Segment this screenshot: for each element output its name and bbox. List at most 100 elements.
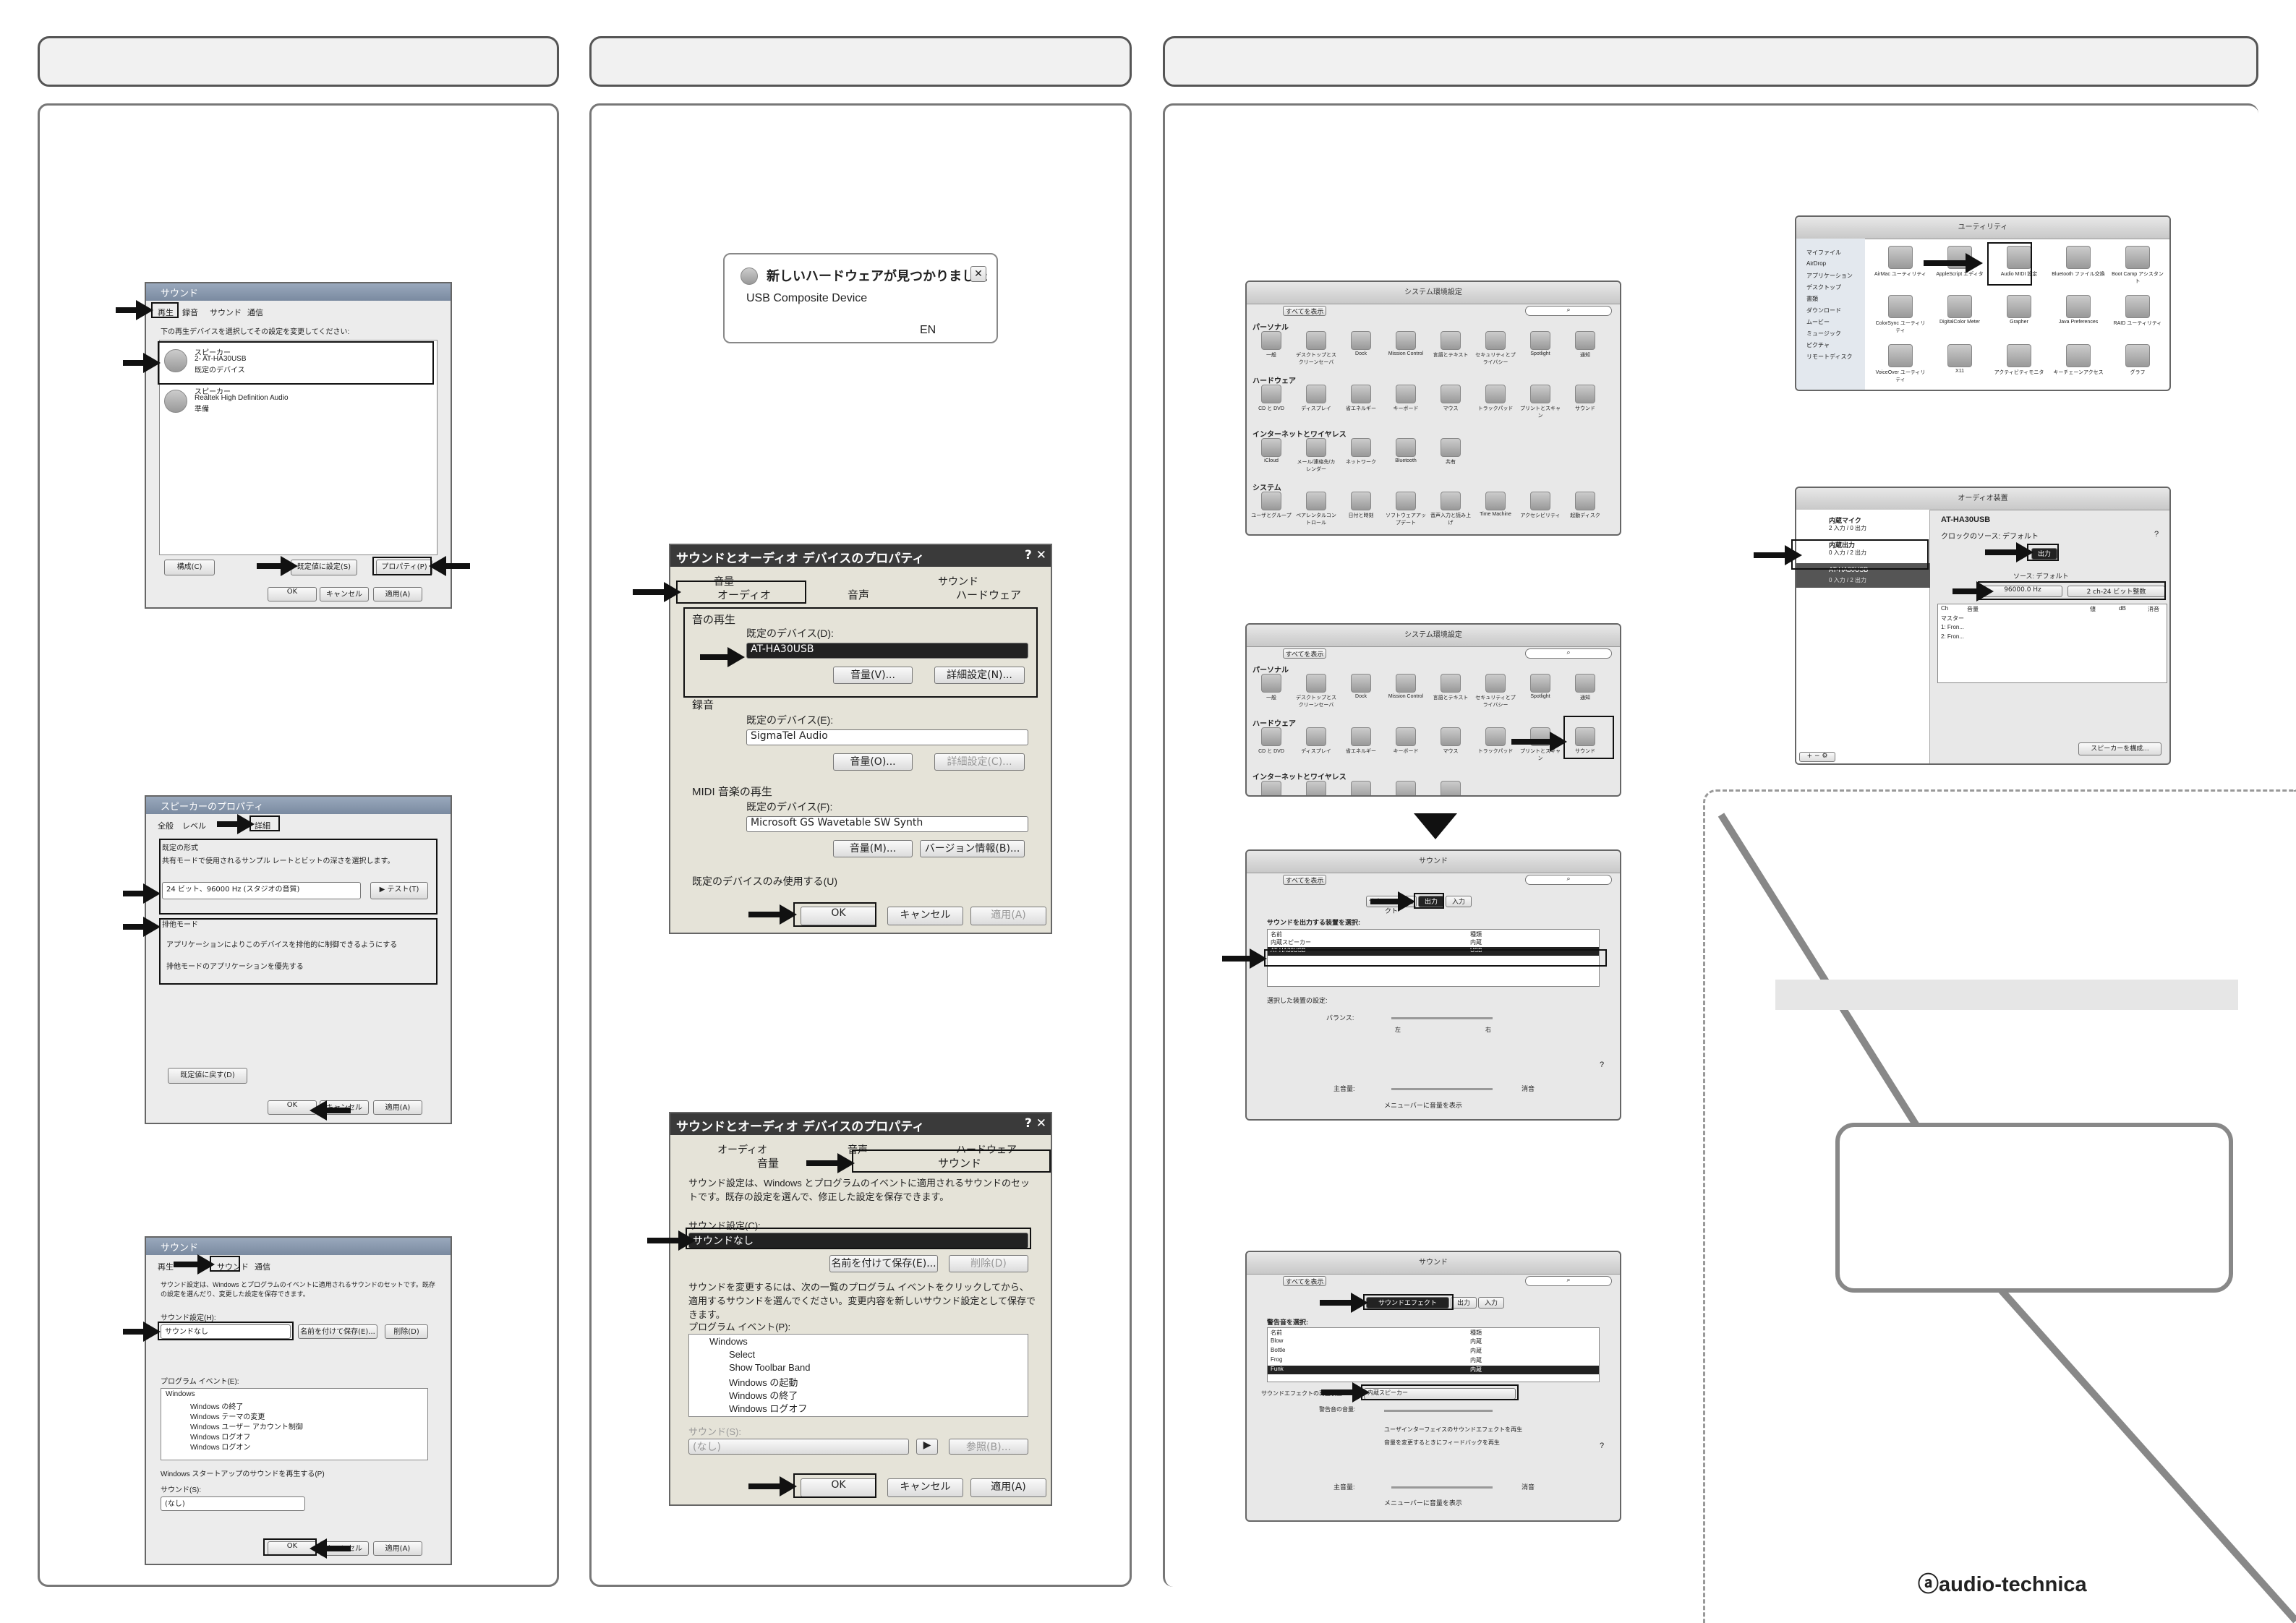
cancel-button[interactable]: キャンセル xyxy=(887,907,963,925)
mute-checkbox[interactable]: 消音 xyxy=(1522,1085,1535,1092)
main-volume-slider[interactable] xyxy=(1391,1486,1493,1489)
tab-input[interactable]: 入力 xyxy=(1478,1297,1504,1309)
tab-output[interactable]: 出力 xyxy=(1451,1297,1477,1309)
sound-select[interactable]: (なし) xyxy=(161,1496,305,1511)
device-item-name[interactable]: 内蔵出力 xyxy=(1829,541,1856,549)
pref-pane-icon[interactable] xyxy=(1575,492,1595,510)
sidebar-item[interactable]: アプリケーション xyxy=(1806,273,1853,279)
pref-pane-icon[interactable] xyxy=(1575,385,1595,403)
app-icon[interactable] xyxy=(2066,295,2091,318)
sound-select[interactable]: (なし) xyxy=(688,1439,909,1455)
show-all-button[interactable]: すべてを表示 xyxy=(1283,1276,1326,1286)
add-device-button[interactable]: + − ⚙ xyxy=(1799,752,1835,762)
pref-pane-icon[interactable] xyxy=(1396,438,1416,457)
exclusive-check-1[interactable]: アプリケーションによりこのデバイスを排他的に制御できるようにする xyxy=(166,941,398,949)
tab-hardware[interactable]: ハードウェア xyxy=(956,589,1022,601)
pref-pane-icon[interactable] xyxy=(1485,492,1506,510)
ok-button[interactable]: OK xyxy=(268,587,317,601)
app-icon[interactable] xyxy=(2066,246,2091,269)
show-all-button[interactable]: すべてを表示 xyxy=(1283,875,1326,885)
ok-button[interactable]: OK xyxy=(801,1478,876,1497)
pref-pane-icon[interactable] xyxy=(1351,492,1371,510)
show-all-button[interactable]: すべてを表示 xyxy=(1283,306,1326,316)
pref-pane-icon[interactable] xyxy=(1575,727,1595,746)
sidebar-item[interactable]: ミュージック xyxy=(1806,330,1841,337)
alert-row[interactable]: Bottle xyxy=(1271,1347,1286,1353)
pref-pane-icon[interactable] xyxy=(1441,674,1461,693)
help-icon[interactable]: ? xyxy=(2154,530,2159,539)
cancel-button[interactable]: キャンセル xyxy=(320,587,369,601)
mute-checkbox[interactable]: 消音 xyxy=(1522,1483,1535,1491)
alert-volume-slider[interactable] xyxy=(1384,1410,1493,1412)
close-icon[interactable]: ✕ xyxy=(970,266,986,282)
tray-lang[interactable]: EN xyxy=(920,324,936,336)
pref-pane-icon[interactable] xyxy=(1306,385,1326,403)
browse-button[interactable]: 参照(B)... xyxy=(949,1439,1028,1455)
menubar-checkbox[interactable]: メニューバーに音量を表示 xyxy=(1384,1499,1462,1507)
tab-recording[interactable]: 録音 xyxy=(182,309,198,317)
ok-button[interactable]: OK xyxy=(801,907,876,925)
tab-communications[interactable]: 通信 xyxy=(247,309,263,317)
cancel-button[interactable]: キャンセル xyxy=(887,1478,963,1497)
event-item[interactable]: Show Toolbar Band xyxy=(729,1362,811,1373)
pref-pane-icon[interactable] xyxy=(1306,781,1326,795)
pref-pane-icon[interactable] xyxy=(1261,331,1281,350)
set-default-button[interactable]: 既定値に設定(S) xyxy=(291,560,357,575)
pref-pane-icon[interactable] xyxy=(1441,727,1461,746)
sidebar-item[interactable]: ピクチャ xyxy=(1806,342,1830,348)
event-item[interactable]: Windows ログオフ xyxy=(729,1403,808,1414)
pref-pane-icon[interactable] xyxy=(1306,674,1326,693)
format-select[interactable]: 24 ビット、96000 Hz (スタジオの音質) xyxy=(162,882,361,899)
sidebar-item[interactable]: ダウンロード xyxy=(1806,307,1841,314)
pref-pane-icon[interactable] xyxy=(1485,674,1506,693)
tab-sounds[interactable]: サウンド xyxy=(938,1157,982,1170)
event-item[interactable]: Windows テーマの変更 xyxy=(190,1413,265,1421)
pref-pane-icon[interactable] xyxy=(1530,385,1550,403)
tab-input[interactable]: 入力 xyxy=(1446,896,1472,907)
midi-select[interactable]: Microsoft GS Wavetable SW Synth xyxy=(746,816,1028,832)
only-default-checkbox[interactable]: 既定のデバイスのみ使用する(U) xyxy=(692,875,838,887)
pref-pane-icon[interactable] xyxy=(1306,438,1326,457)
close-icon[interactable]: ? ✕ xyxy=(1024,1116,1046,1131)
balance-slider[interactable] xyxy=(1391,1017,1493,1019)
sidebar-item[interactable]: リモートディスク xyxy=(1806,354,1853,360)
tab-general[interactable]: 全般 xyxy=(158,822,174,831)
event-item[interactable]: Windows xyxy=(709,1336,748,1347)
app-icon[interactable] xyxy=(1947,295,1972,318)
pref-pane-icon[interactable] xyxy=(1396,781,1416,795)
pref-pane-icon[interactable] xyxy=(1261,438,1281,457)
app-icon[interactable] xyxy=(2125,344,2150,367)
sidebar-item[interactable]: デスクトップ xyxy=(1806,284,1841,291)
scheme-select[interactable]: サウンドなし xyxy=(688,1233,1028,1249)
tab-levels[interactable]: レベル xyxy=(182,822,206,831)
apply-button[interactable]: 適用(A) xyxy=(373,587,422,601)
sidebar-item[interactable]: ムービー xyxy=(1806,319,1830,325)
device-item-name[interactable]: 内蔵マイク xyxy=(1829,517,1861,524)
device-row[interactable]: 内蔵スピーカー xyxy=(1271,939,1311,946)
device-2-name[interactable]: スピーカー xyxy=(195,388,231,396)
event-item[interactable]: Windows xyxy=(166,1390,195,1398)
save-as-button[interactable]: 名前を付けて保存(E)... xyxy=(829,1255,938,1272)
volume3-button[interactable]: 音量(M)... xyxy=(833,840,913,857)
volume2-button[interactable]: 音量(O)... xyxy=(833,753,913,771)
tab-output[interactable]: 出力 xyxy=(2031,548,2057,560)
app-icon[interactable] xyxy=(2007,246,2031,269)
exclusive-check-2[interactable]: 排他モードのアプリケーションを優先する xyxy=(166,963,304,971)
pref-pane-icon[interactable] xyxy=(1351,674,1371,693)
pref-pane-icon[interactable] xyxy=(1351,438,1371,457)
feedback-checkbox[interactable]: 音量を変更するときにフィードバックを再生 xyxy=(1384,1439,1500,1446)
alert-row[interactable]: Frog xyxy=(1271,1356,1283,1363)
events-list[interactable]: Windows Windows の終了 Windows テーマの変更 Windo… xyxy=(161,1388,428,1460)
pref-pane-icon[interactable] xyxy=(1441,492,1461,510)
save-as-button[interactable]: 名前を付けて保存(E)... xyxy=(298,1324,377,1339)
record-select[interactable]: SigmaTel Audio xyxy=(746,729,1028,745)
pref-pane-icon[interactable] xyxy=(1351,385,1371,403)
delete-button[interactable]: 削除(D) xyxy=(949,1255,1028,1272)
ok-button[interactable]: OK xyxy=(268,1100,317,1115)
search-input[interactable]: ⌕ xyxy=(1525,648,1612,659)
app-icon[interactable] xyxy=(1947,344,1972,367)
search-input[interactable]: ⌕ xyxy=(1525,1276,1612,1286)
menubar-checkbox[interactable]: メニューバーに音量を表示 xyxy=(1384,1102,1462,1109)
tab-playback[interactable]: 再生 xyxy=(158,1263,174,1272)
sidebar-item[interactable]: マイファイル xyxy=(1806,249,1841,256)
